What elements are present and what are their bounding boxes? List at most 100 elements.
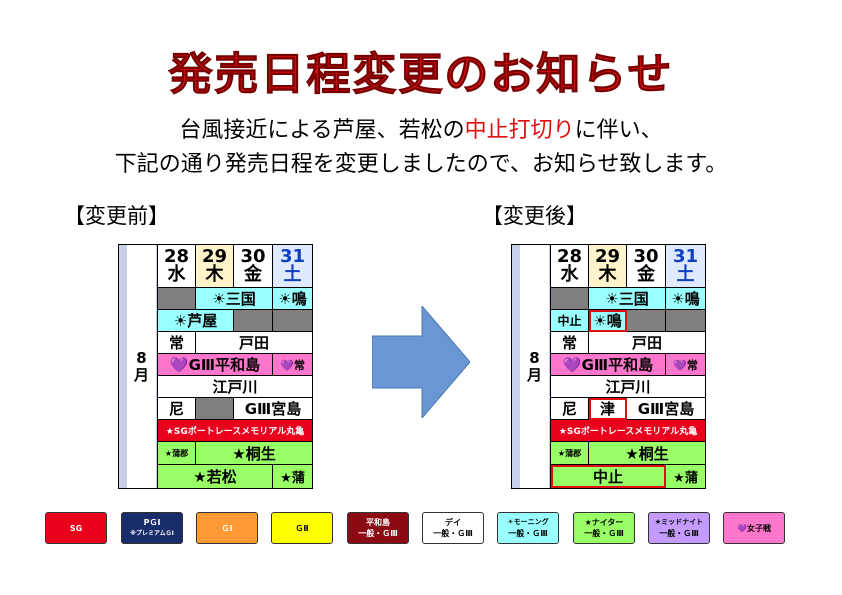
empty-cell	[234, 310, 273, 332]
legend-g1: ＧⅠ	[196, 512, 258, 544]
after-label: 【変更後】	[482, 204, 587, 228]
legend-label: ☀モーニング	[507, 518, 549, 526]
subtitle-text-a: 台風接近による芦屋、若松の	[179, 118, 465, 143]
legend-label: SG	[69, 523, 83, 533]
race-gamagori-2: ★蒲	[666, 465, 705, 488]
race-jo: 常	[158, 332, 196, 354]
month-label: 8 月	[133, 348, 149, 384]
legend-midnight: ★ミッドナイト一般・ＧⅢ	[648, 512, 710, 544]
weekday: 水	[167, 264, 186, 285]
legend-label: 平和島	[366, 518, 390, 527]
race-ashiya: ☀芦屋	[158, 310, 234, 332]
weekday: 土	[283, 264, 302, 285]
race-ama: 尼	[158, 398, 196, 420]
weekday: 水	[560, 264, 579, 285]
day-number: 28	[556, 246, 583, 267]
weekday: 金	[244, 264, 262, 285]
legend-sublabel: 一般・ＧⅢ	[584, 529, 624, 538]
race-mikuni: ☀三国	[196, 288, 273, 310]
day-number: 29	[201, 246, 228, 267]
race-sg-marugame: ★SGボートレースメモリアル丸亀	[158, 420, 312, 442]
legend-day: デイ一般・ＧⅢ	[422, 512, 484, 544]
legend-sublabel: 一般・ＧⅢ	[358, 529, 398, 538]
race-gamagori-2: ★蒲	[273, 465, 312, 488]
race-edogawa: 江戸川	[551, 376, 705, 398]
race-mikuni: ☀三国	[589, 288, 666, 310]
month-label: 8 月	[526, 348, 542, 384]
race-edogawa: 江戸川	[158, 376, 312, 398]
race-heiwajima: 💜GⅢ平和島	[551, 354, 666, 376]
weekday: 木	[598, 264, 617, 285]
weekday: 金	[637, 264, 655, 285]
legend-sublabel: ※プレミアムＧⅠ	[130, 530, 174, 537]
before-label: 【変更前】	[64, 204, 169, 228]
legend-women: 💜女子戦	[723, 512, 785, 544]
weekday: 木	[205, 264, 224, 285]
day-number: 28	[163, 246, 190, 267]
empty-cell	[273, 310, 312, 332]
race-jo-women: 💜常	[666, 354, 705, 376]
legend-nighter: ★ナイター一般・ＧⅢ	[573, 512, 635, 544]
race-chushi: 中止	[551, 310, 589, 332]
race-kiryu: ★桐生	[589, 442, 705, 465]
empty-cell	[551, 288, 589, 310]
race-toda: 戸田	[196, 332, 312, 354]
page-title: 発売日程変更のお知らせ	[168, 49, 674, 101]
race-sg-marugame: ★SGボートレースメモリアル丸亀	[551, 420, 705, 442]
legend-pg1: PＧⅠ ※プレミアムＧⅠ	[121, 512, 183, 544]
legend-label: ★ミッドナイト	[654, 518, 704, 526]
legend-label: PＧⅠ	[143, 518, 161, 527]
day-number: 30	[633, 246, 659, 267]
arrow-right-icon	[372, 306, 470, 418]
subtitle-line-1: 台風接近による芦屋、若松の中止打切りに伴い、	[0, 112, 842, 144]
race-toda: 戸田	[589, 332, 705, 354]
empty-cell	[666, 310, 705, 332]
month-column: 8 月	[512, 245, 551, 488]
subtitle-line-2: 下記の通り発売日程を変更しましたので、お知らせ致します。	[114, 152, 728, 177]
legend-label: 💜女子戦	[737, 523, 771, 533]
day-number: 31	[672, 246, 699, 267]
month-column: 8 月	[119, 245, 158, 488]
race-jo-women: 💜常	[273, 354, 312, 376]
race-naruto: ☀鳴	[273, 288, 312, 310]
legend-sublabel: 一般・ＧⅢ	[433, 529, 473, 538]
legend-label: ＧⅡ	[295, 523, 309, 533]
weekday: 土	[676, 264, 695, 285]
empty-cell	[196, 398, 234, 420]
race-wakamatsu-chushi: 中止	[551, 465, 666, 488]
subtitle-text-b: に伴い、	[574, 118, 663, 143]
legend-label: ★ナイター	[584, 518, 624, 527]
legend-sublabel: 一般・ＧⅢ	[659, 529, 699, 538]
legend-label: ＧⅠ	[221, 523, 233, 533]
legend-heiwajima: 平和島一般・ＧⅢ	[347, 512, 409, 544]
race-jo: 常	[551, 332, 589, 354]
legend-label: デイ	[445, 518, 461, 527]
legend-g2: ＧⅡ	[271, 512, 333, 544]
race-kiryu: ★桐生	[196, 442, 312, 465]
legend-morning: ☀モーニング一般・ＧⅢ	[497, 512, 559, 544]
race-naruto: ☀鳴	[666, 288, 705, 310]
race-miyajima: GⅢ宮島	[627, 398, 705, 420]
day-number: 29	[594, 246, 621, 267]
race-ama: 尼	[551, 398, 589, 420]
subtitle-highlight: 中止打切り	[464, 118, 575, 143]
race-gamagori: ★蒲郡	[551, 442, 589, 465]
legend-sublabel: 一般・ＧⅢ	[508, 529, 548, 538]
empty-cell	[158, 288, 196, 310]
race-miyajima: GⅢ宮島	[234, 398, 312, 420]
day-number: 30	[240, 246, 266, 267]
race-naruto-moved: ☀鳴	[589, 310, 627, 332]
race-tsu: 津	[589, 398, 627, 420]
day-number: 31	[279, 246, 306, 267]
race-gamagori: ★蒲郡	[158, 442, 196, 465]
